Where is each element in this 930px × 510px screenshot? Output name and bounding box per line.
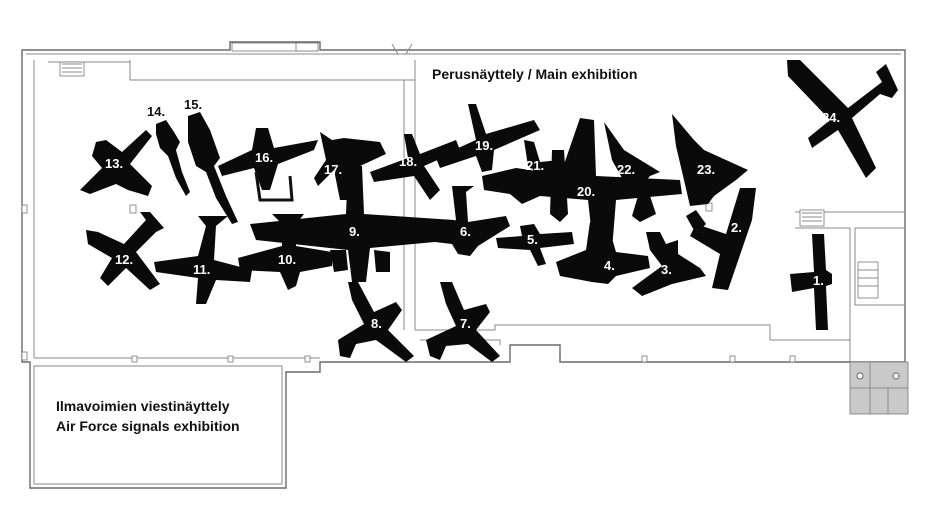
aircraft-7[interactable]: [426, 282, 500, 362]
stairs: [857, 261, 879, 299]
aircraft-number-17: 17.: [324, 162, 342, 177]
aircraft-3[interactable]: [632, 232, 706, 296]
aircraft-number-2: 2.: [731, 220, 742, 235]
aircraft-12[interactable]: [86, 212, 164, 290]
aircraft-number-11: 11.: [193, 262, 210, 277]
aircraft-4[interactable]: [556, 218, 650, 284]
aircraft-number-3: 3.: [661, 262, 672, 277]
aircraft-16[interactable]: [218, 128, 318, 202]
aircraft-number-19: 19.: [475, 138, 493, 153]
aircraft-number-labels: 2. 3. 4. 5. 6. 7. 8. 9. 10. 11. 12. 13. …: [105, 97, 824, 331]
aircraft-number-16: 16.: [255, 150, 273, 165]
building-walls: [21, 41, 909, 489]
restroom-block: [849, 361, 909, 415]
signals-exhibition-label-en: Air Force signals exhibition: [56, 418, 240, 434]
aircraft-10[interactable]: [238, 214, 332, 290]
aircraft-number-12: 12.: [115, 252, 133, 267]
aircraft-number-21: 21.: [526, 158, 544, 173]
aircraft-14[interactable]: [156, 120, 190, 196]
aircraft-15[interactable]: [188, 112, 238, 224]
wall-pillars: [21, 202, 796, 363]
aircraft-number-22: 22.: [617, 162, 635, 177]
aircraft-silhouettes: 24.: [80, 60, 898, 362]
aircraft-number-15: 15.: [184, 97, 202, 112]
aircraft-24[interactable]: 24.: [787, 60, 898, 178]
aircraft-number-18: 18.: [399, 154, 417, 169]
aircraft-number-10: 10.: [278, 252, 296, 267]
aircraft-9[interactable]: [250, 166, 456, 282]
aircraft-number-1: 1.: [813, 273, 824, 288]
aircraft-number-9: 9.: [349, 224, 360, 239]
aircraft-number-14: 14.: [147, 104, 165, 119]
aircraft-23[interactable]: [672, 114, 748, 206]
aircraft-1[interactable]: [790, 234, 832, 330]
aircraft-8[interactable]: [338, 282, 414, 362]
aircraft-19[interactable]: [436, 104, 540, 172]
aircraft-number-8: 8.: [371, 316, 382, 331]
aircraft-13[interactable]: [80, 130, 152, 196]
aircraft-5[interactable]: [496, 224, 574, 266]
aircraft-2[interactable]: [686, 188, 756, 290]
aircraft-11[interactable]: [154, 216, 252, 304]
aircraft-18[interactable]: [370, 134, 460, 200]
aircraft-22[interactable]: [604, 122, 660, 192]
aircraft-number-20: 20.: [577, 184, 595, 199]
signals-exhibition-label-fi: Ilmavoimien viestinäyttely: [56, 398, 230, 414]
aircraft-24-number: 24.: [822, 110, 840, 125]
aircraft-number-4: 4.: [604, 258, 615, 273]
aircraft-20-21-cluster[interactable]: [482, 118, 682, 254]
aircraft-number-5: 5.: [527, 232, 538, 247]
aircraft-6[interactable]: [418, 186, 510, 256]
main-exhibition-label: Perusnäyttely / Main exhibition: [432, 66, 637, 82]
aircraft-number-7: 7.: [460, 316, 471, 331]
aircraft-number-23: 23.: [697, 162, 715, 177]
aircraft-number-13: 13.: [105, 156, 123, 171]
aircraft-number-6: 6.: [460, 224, 471, 239]
